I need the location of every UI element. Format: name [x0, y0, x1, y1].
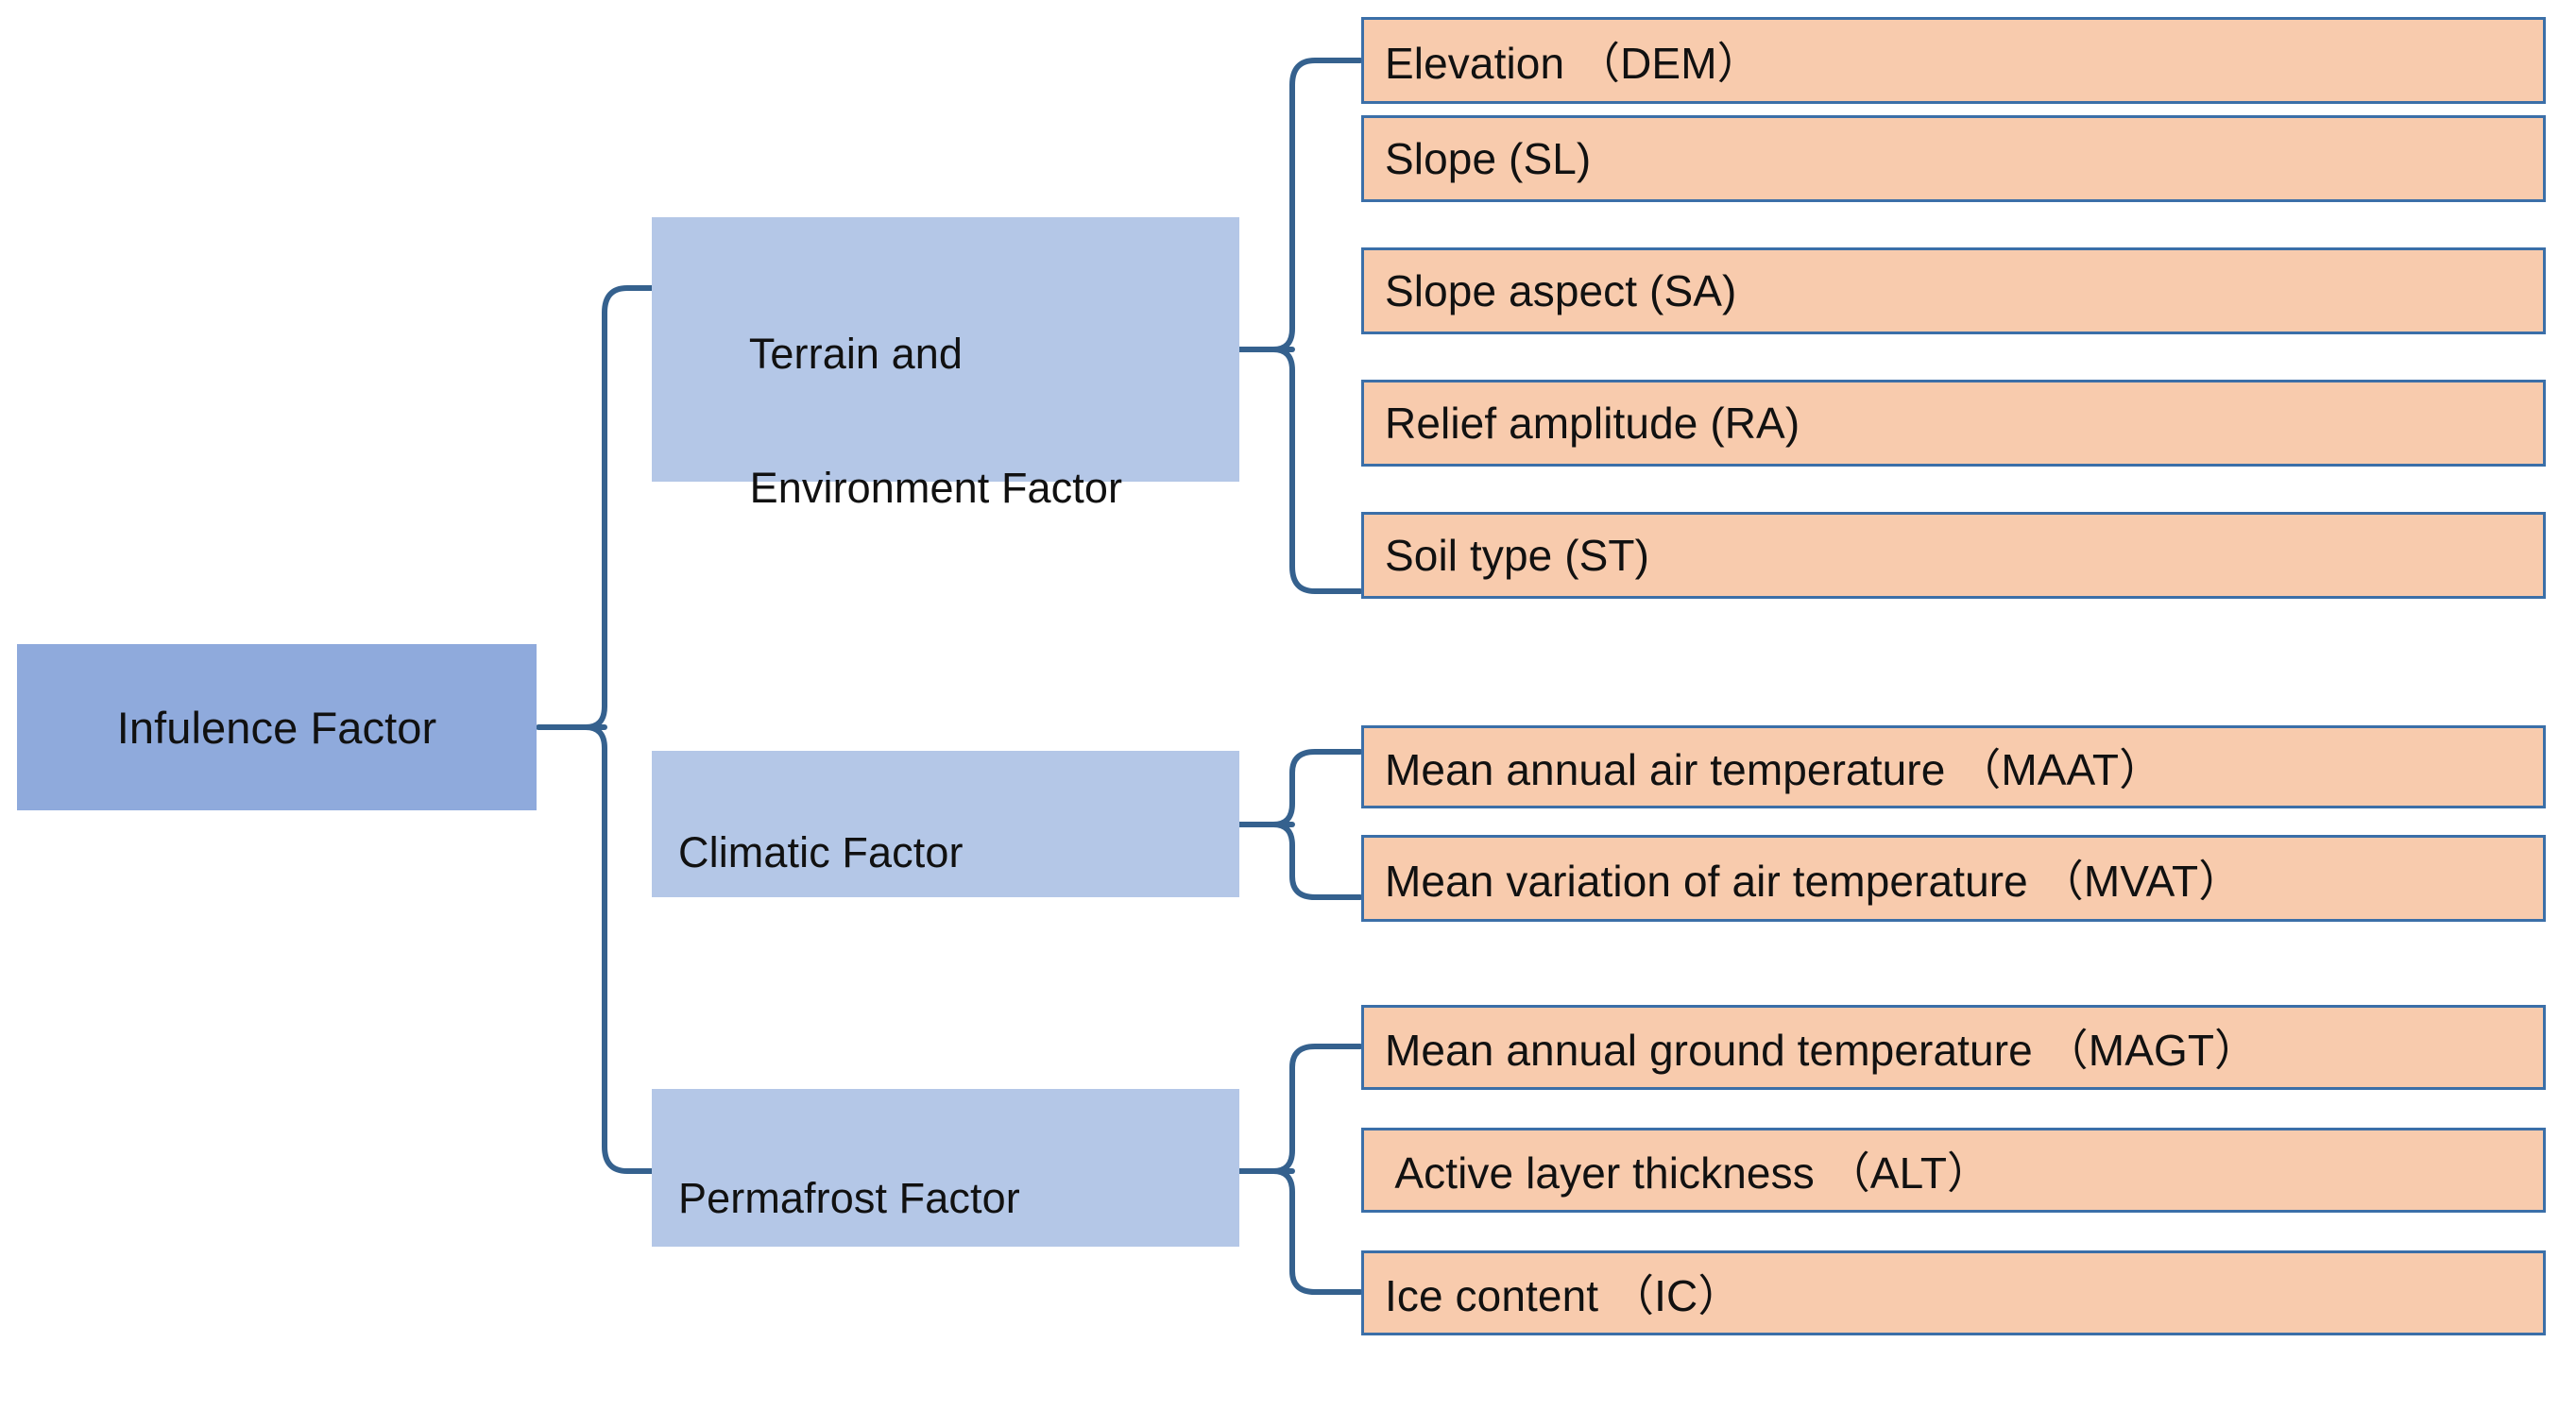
- node-leaf-elevation[interactable]: Elevation （DEM）: [1361, 17, 2546, 104]
- node-leaf-relief-amplitude[interactable]: Relief amplitude (RA): [1361, 380, 2546, 467]
- node-leaf-soil-type[interactable]: Soil type (ST): [1361, 512, 2546, 599]
- climatic-bracket: [1271, 749, 1363, 900]
- node-leaf-mean-variation-of-air-temperature[interactable]: Mean variation of air temperature （MVAT）: [1361, 835, 2546, 922]
- node-leaf-relief-amplitude-label: Relief amplitude (RA): [1385, 399, 1800, 448]
- node-leaf-mean-annual-air-temperature[interactable]: Mean annual air temperature （MAAT）: [1361, 725, 2546, 808]
- node-branch-terrain-label-line2: Environment Factor: [749, 464, 1123, 513]
- node-branch-climatic-label: Climatic Factor: [678, 828, 964, 876]
- node-leaf-slope-aspect-label: Slope aspect (SA): [1385, 266, 1737, 315]
- node-branch-permafrost-label: Permafrost Factor: [678, 1174, 1020, 1222]
- node-leaf-slope-aspect[interactable]: Slope aspect (SA): [1361, 247, 2546, 334]
- node-branch-terrain-and-environment-factor[interactable]: Terrain and Environment Factor: [652, 217, 1239, 512]
- node-leaf-mvat-label: Mean variation of air temperature （MVAT）: [1385, 857, 2243, 906]
- node-leaf-alt-label: Active layer thickness （ALT）: [1385, 1148, 1991, 1198]
- node-leaf-soil-type-label: Soil type (ST): [1385, 531, 1650, 580]
- node-branch-permafrost-factor[interactable]: Permafrost Factor: [652, 1089, 1239, 1247]
- node-branch-terrain-label-line1: Terrain and: [748, 330, 964, 379]
- node-leaf-active-layer-thickness[interactable]: Active layer thickness （ALT）: [1361, 1128, 2546, 1213]
- node-leaf-mean-annual-ground-temperature[interactable]: Mean annual ground temperature （MAGT）: [1361, 1005, 2546, 1090]
- node-leaf-magt-label: Mean annual ground temperature （MAGT）: [1385, 1026, 2259, 1075]
- node-leaf-maat-label: Mean annual air temperature （MAAT）: [1385, 745, 2163, 794]
- node-leaf-elevation-label: Elevation （DEM）: [1385, 39, 1761, 88]
- terrain-bracket: [1271, 58, 1363, 594]
- node-root-label: Infulence Factor: [116, 702, 437, 753]
- node-leaf-ice-content[interactable]: Ice content （IC）: [1361, 1250, 2546, 1335]
- permafrost-bracket: [1271, 1044, 1363, 1295]
- node-leaf-slope[interactable]: Slope (SL): [1361, 115, 2546, 202]
- node-root-influence-factor[interactable]: Infulence Factor: [17, 644, 537, 810]
- node-leaf-slope-label: Slope (SL): [1385, 134, 1592, 183]
- node-leaf-ic-label: Ice content （IC）: [1385, 1271, 1742, 1320]
- node-branch-climatic-factor[interactable]: Climatic Factor: [652, 751, 1239, 897]
